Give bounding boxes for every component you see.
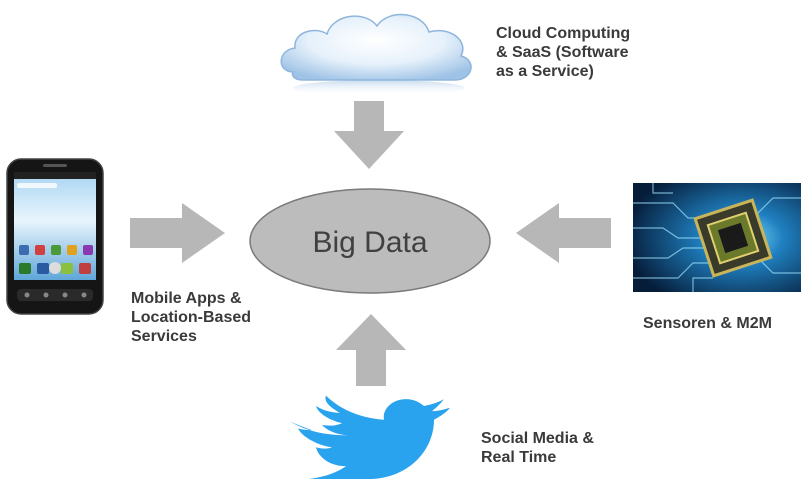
mobile-apps-label: Mobile Apps & Location-Based Services bbox=[131, 290, 252, 345]
sensors-label: Sensoren & M2M bbox=[643, 315, 772, 332]
cloud-icon bbox=[280, 13, 472, 96]
arrow-up-icon bbox=[336, 314, 406, 386]
arrow-left-icon bbox=[516, 203, 611, 263]
social-media-label: Social Media & Real Time bbox=[481, 430, 594, 466]
microchip-icon bbox=[633, 183, 801, 292]
arrow-right-icon bbox=[130, 203, 225, 263]
twitter-bird-icon bbox=[290, 395, 450, 479]
big-data-label: Big Data bbox=[312, 226, 427, 259]
cloud-computing-label: Cloud Computing & SaaS (Software as a Se… bbox=[496, 25, 631, 80]
arrow-down-icon bbox=[334, 101, 404, 169]
big-data-node: Big Data bbox=[249, 188, 491, 294]
smartphone-icon bbox=[6, 158, 104, 315]
